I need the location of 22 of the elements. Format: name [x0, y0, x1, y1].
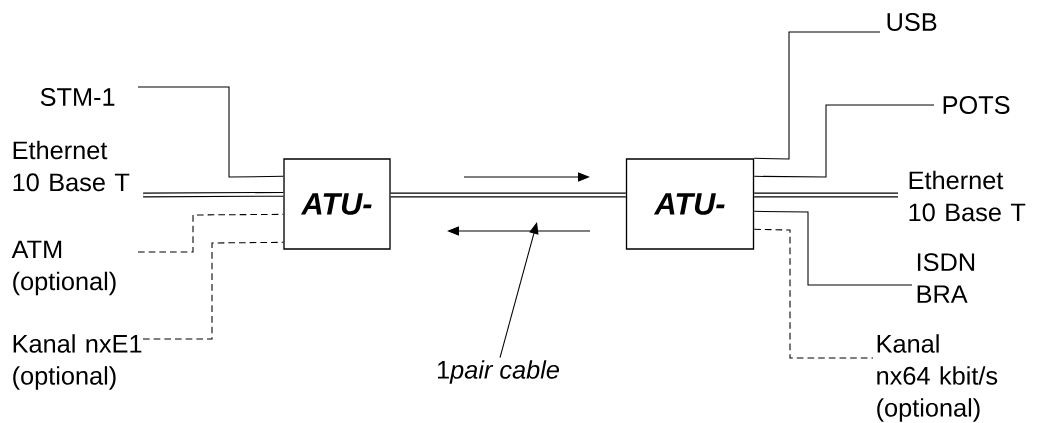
connector-line: [137, 86, 284, 178]
connector-line: [753, 210, 913, 286]
port-label: Ethernet 10 Base T: [13, 140, 130, 192]
atu-box: ATU-: [625, 158, 755, 250]
cable-line: [754, 192, 898, 198]
port-label: POTS: [943, 96, 1010, 114]
leader-line: [499, 222, 539, 359]
port-label: STM-1: [40, 88, 115, 106]
port-label: Kanal nx64 kbit/s (optional): [877, 334, 998, 422]
connector-line: [142, 241, 284, 340]
cable-line: [390, 192, 626, 198]
atu-box: ATU-: [283, 158, 391, 250]
port-label: ISDN BRA: [917, 253, 975, 303]
port-label: ATM (optional): [11, 240, 116, 296]
cable-line: [143, 191, 284, 198]
connector-line: [753, 31, 881, 160]
port-label: Kanal nxE1 (optional): [13, 334, 142, 390]
port-label: Ethernet 10 Base T: [909, 170, 1026, 222]
port-label: USB: [887, 13, 937, 31]
cable-label: 1pair cable: [437, 360, 559, 384]
connector-line: [137, 213, 284, 253]
connector-line: [753, 104, 935, 178]
